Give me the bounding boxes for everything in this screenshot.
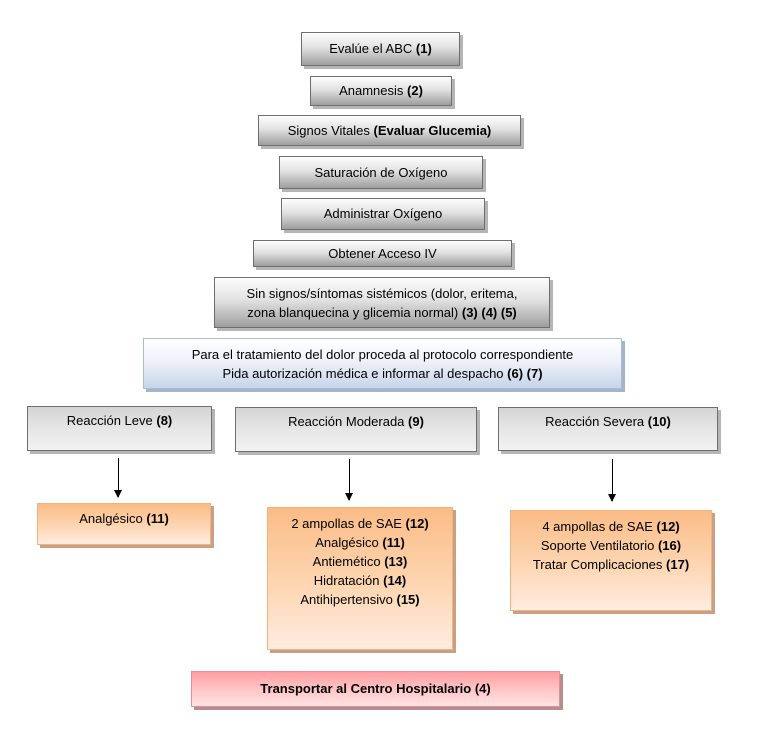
arrow-moderate-to-treatment — [345, 459, 353, 501]
reaction-severe-label: Reacción Severa (10) — [545, 414, 671, 429]
reaction-moderate: Reacción Moderada (9) — [235, 407, 477, 452]
treatment-item: Antihipertensivo (15) — [300, 592, 420, 607]
transport-to-hospital-text: Transportar al Centro Hospitalario (4) — [260, 681, 491, 696]
treatment-item: Analgésico (11) — [315, 535, 405, 550]
step-anamnesis: Anamnesis (2) — [310, 76, 452, 106]
reaction-mild: Reacción Leve (8) — [27, 406, 212, 451]
step-evaluate-abc-text: Evalúe el ABC (1) — [329, 41, 432, 56]
step-evaluate-abc: Evalúe el ABC (1) — [301, 32, 460, 66]
treatment-severe: 4 ampollas de SAE (12) Soporte Ventilato… — [510, 510, 712, 611]
transport-to-hospital: Transportar al Centro Hospitalario (4) — [191, 671, 560, 707]
step-oxygen-saturation-text: Saturación de Oxígeno — [314, 164, 448, 180]
arrow-mild-to-treatment — [114, 458, 122, 498]
treatment-item: Antiemético (13) — [312, 554, 408, 569]
step-administer-oxygen-text: Administrar Oxígeno — [323, 206, 443, 221]
step-no-systemic-signs-line1: Sin signos/síntomas sistémicos (dolor, e… — [246, 285, 518, 301]
treatment-item: 4 ampollas de SAE (12) — [542, 519, 680, 534]
treatment-item: Hidratación (14) — [313, 573, 407, 588]
step-anamnesis-text: Anamnesis (2) — [339, 83, 423, 98]
step-iv-access-text: Obtener Acceso IV — [328, 245, 437, 261]
treatment-item: Analgésico (11) — [79, 511, 169, 526]
reaction-moderate-label: Reacción Moderada (9) — [288, 414, 424, 429]
treatment-moderate: 2 ampollas de SAE (12) Analgésico (11) A… — [267, 507, 453, 650]
treatment-mild: Analgésico (11) — [37, 503, 211, 545]
reaction-mild-label: Reacción Leve (8) — [66, 413, 173, 428]
step-administer-oxygen: Administrar Oxígeno — [281, 198, 485, 230]
step-pain-treatment-line2: Pida autorización médica e informar al d… — [222, 365, 543, 381]
treatment-item: Soporte Ventilatorio (16) — [540, 538, 682, 553]
treatment-item: 2 ampollas de SAE (12) — [291, 516, 429, 531]
arrow-severe-to-treatment — [608, 459, 616, 502]
step-no-systemic-signs-line2: zona blanquecina y glicemia normal) (3) … — [247, 304, 517, 320]
step-pain-treatment-authorization: Para el tratamiento del dolor proceda al… — [143, 338, 622, 389]
step-vital-signs-text: Signos Vitales (Evaluar Glucemia) — [287, 122, 492, 138]
step-iv-access: Obtener Acceso IV — [253, 240, 512, 267]
treatment-item: Tratar Complicaciones (17) — [532, 557, 690, 572]
reaction-severe: Reacción Severa (10) — [498, 407, 718, 451]
step-pain-treatment-line1: Para el tratamiento del dolor proceda al… — [191, 346, 574, 362]
step-vital-signs: Signos Vitales (Evaluar Glucemia) — [258, 115, 521, 146]
step-no-systemic-signs: Sin signos/síntomas sistémicos (dolor, e… — [214, 277, 550, 328]
step-oxygen-saturation: Saturación de Oxígeno — [279, 156, 483, 189]
